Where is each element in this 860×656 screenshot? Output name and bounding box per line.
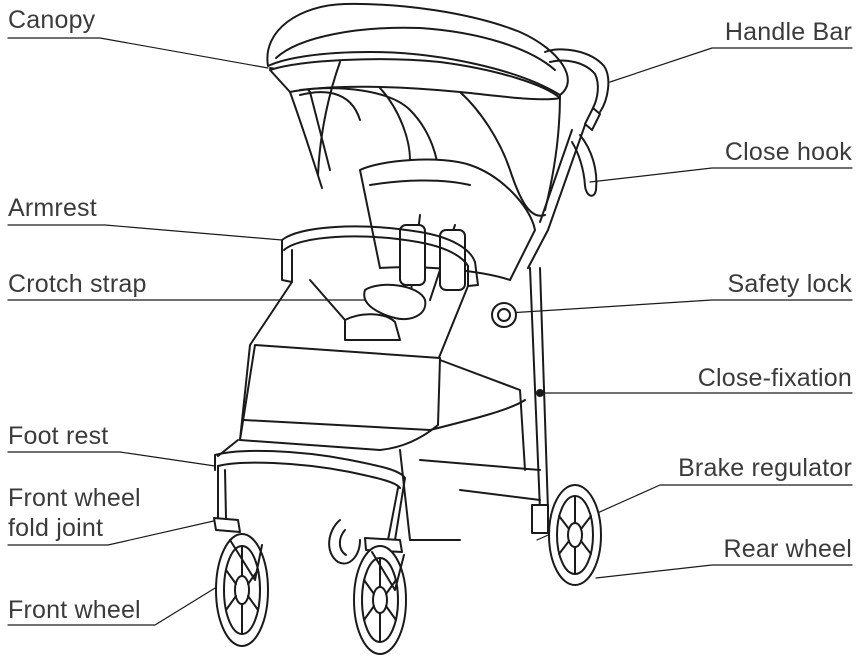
leg-rest-cushion bbox=[240, 345, 440, 450]
leader-rear-wheel bbox=[596, 565, 852, 578]
close-fixation-point bbox=[537, 390, 543, 396]
leader-canopy bbox=[8, 38, 268, 68]
leader-safety-lock bbox=[508, 300, 852, 313]
rear-leg bbox=[530, 268, 540, 510]
rear-wheel-left bbox=[329, 520, 360, 563]
brake-regulator bbox=[532, 505, 548, 533]
label-foot-rest: Foot rest bbox=[8, 422, 108, 450]
stroller-frame bbox=[214, 4, 608, 552]
leader-close-hook bbox=[590, 168, 852, 182]
foot-rest-bar bbox=[215, 451, 405, 478]
label-brake-regulator: Brake regulator bbox=[612, 454, 852, 482]
close-hook bbox=[572, 135, 596, 196]
label-front-wheel-fold-joint-line2: fold joint bbox=[8, 514, 103, 542]
front-fold-joint bbox=[214, 518, 240, 532]
label-safety-lock: Safety lock bbox=[672, 270, 852, 298]
rear-wheel-right bbox=[549, 485, 601, 585]
label-crotch-strap: Crotch strap bbox=[8, 270, 147, 298]
front-wheel-left bbox=[216, 534, 268, 646]
safety-lock-disc bbox=[492, 303, 516, 327]
front-wheel-right bbox=[354, 546, 406, 654]
leader-handle-bar bbox=[610, 48, 852, 82]
label-rear-wheel: Rear wheel bbox=[672, 535, 852, 563]
label-close-hook: Close hook bbox=[672, 138, 852, 166]
leader-foot-rest bbox=[8, 452, 215, 466]
label-handle-bar: Handle Bar bbox=[672, 18, 852, 46]
label-front-wheel: Front wheel bbox=[8, 596, 141, 624]
label-front-wheel-fold-joint-line1: Front wheel bbox=[8, 484, 141, 512]
label-canopy: Canopy bbox=[8, 6, 95, 34]
label-armrest: Armrest bbox=[8, 194, 97, 222]
label-close-fixation: Close-fixation bbox=[640, 364, 852, 392]
leader-armrest bbox=[8, 225, 282, 240]
